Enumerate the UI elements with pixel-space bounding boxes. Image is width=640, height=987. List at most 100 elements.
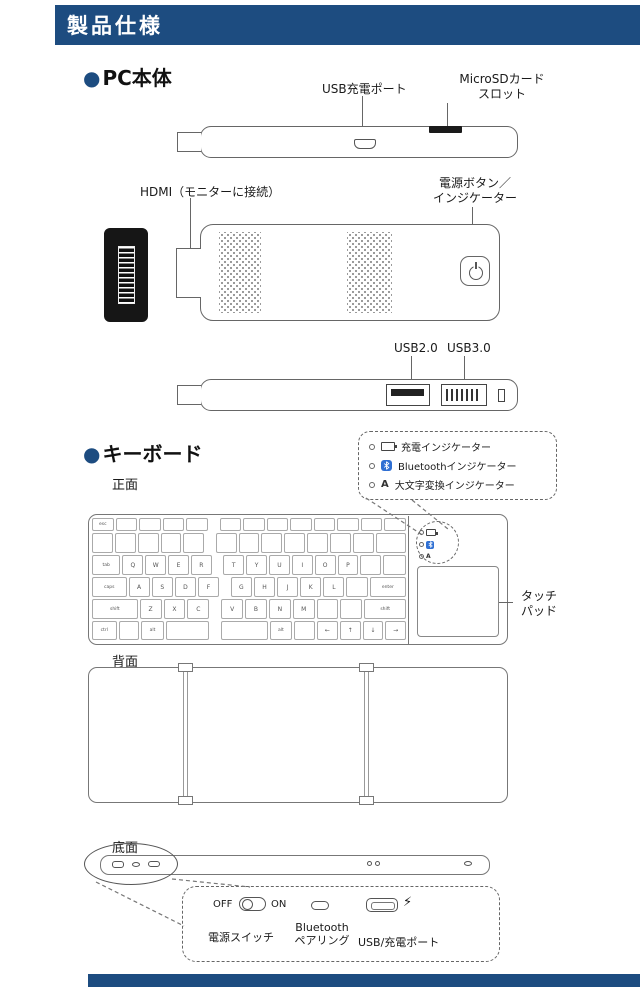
key-esc: esc <box>92 518 114 531</box>
label-power-switch: 電源スイッチ <box>208 931 274 944</box>
led-dot-icon <box>369 481 375 488</box>
label-hdmi: HDMI（モニターに接続） <box>140 185 281 199</box>
fold-line <box>368 669 369 802</box>
key-blank <box>346 577 368 597</box>
key-blank <box>375 533 406 553</box>
label-microsd-slot: MicroSDカード スロット <box>459 72 545 101</box>
key-V: V <box>221 599 244 619</box>
key-alt: alt <box>269 621 293 640</box>
key-L: L <box>323 577 345 597</box>
hdmi-pins <box>118 246 135 304</box>
hinge-tab <box>178 796 193 805</box>
key-blank <box>383 555 406 575</box>
hinge-tab <box>178 663 193 672</box>
key-N: N <box>268 599 291 619</box>
fold-line <box>183 669 184 802</box>
label-bluetooth-pairing: Bluetooth ペアリング <box>294 921 350 947</box>
key-blank <box>165 621 210 640</box>
key-blank <box>340 599 363 619</box>
section-bullet-icon: ● <box>83 442 101 466</box>
battery-charge-icon <box>381 442 397 451</box>
key-blank <box>316 599 339 619</box>
keyboard-back-view <box>88 667 508 803</box>
key-blank <box>220 621 268 640</box>
legend-row: 充電インジケーター <box>369 439 556 454</box>
key-blank <box>215 533 237 553</box>
key-Q: Q <box>122 555 144 575</box>
legend-label: 充電インジケーター <box>401 443 491 454</box>
power-icon <box>469 266 483 280</box>
usb30-tongue <box>446 389 481 401</box>
hinge-tab <box>359 796 374 805</box>
usb-charge-port-icon <box>366 898 398 912</box>
key-H: H <box>253 577 276 597</box>
label-power-button: 電源ボタン／ インジケーター <box>432 176 517 205</box>
label-on: ON <box>271 899 287 910</box>
key-C: C <box>187 599 210 619</box>
caps-a-icon: A <box>381 478 389 490</box>
page-footer <box>88 974 640 987</box>
key-R: R <box>190 555 212 575</box>
key-blank <box>160 533 182 553</box>
key-P: P <box>337 555 359 575</box>
key-blank <box>360 518 383 531</box>
key-blank <box>290 518 312 531</box>
key-caps: caps <box>92 577 127 597</box>
key-Y: Y <box>246 555 267 575</box>
hinge-screw <box>367 861 372 866</box>
key-tab: tab <box>92 555 121 575</box>
key-blank <box>238 533 260 553</box>
leader-usb20 <box>411 356 412 384</box>
hinge-screw <box>375 861 380 866</box>
key-enter: enter <box>369 577 407 597</box>
leader-usb-charge <box>362 96 363 138</box>
magnifier-ellipse <box>84 843 178 885</box>
key-↑: ↑ <box>339 621 361 640</box>
vent-grille-left <box>219 232 261 313</box>
key-↓: ↓ <box>362 621 384 640</box>
leader-usb30 <box>464 356 465 384</box>
page-header: 製品仕様 <box>55 5 640 45</box>
legend-label: Bluetoothインジケーター <box>398 462 517 473</box>
micro-usb-port <box>354 139 376 149</box>
usb20-tongue <box>391 389 424 396</box>
key-blank <box>337 518 359 531</box>
key-blank <box>162 518 185 531</box>
key-B: B <box>245 599 267 619</box>
view-label-back: 背面 <box>112 655 139 670</box>
fold-line <box>187 669 188 802</box>
key-blank <box>118 621 140 640</box>
hdmi-connector <box>176 248 201 298</box>
key-blank <box>183 533 205 553</box>
usb20-port <box>386 384 430 406</box>
key-A: A <box>128 577 150 597</box>
key-←: ← <box>317 621 338 640</box>
label-usb30: USB3.0 <box>447 341 491 355</box>
key-K: K <box>300 577 322 597</box>
rubber-foot <box>464 861 472 866</box>
key-M: M <box>292 599 315 619</box>
leader-touchpad <box>499 602 513 603</box>
fold-line <box>364 669 365 802</box>
label-usb-charge: USB/充電ポート <box>358 936 440 949</box>
vent-grille-right <box>347 232 392 313</box>
key-blank <box>352 533 374 553</box>
label-usb-charge-port: USB充電ポート <box>322 82 407 96</box>
key-→: → <box>385 621 406 640</box>
key-J: J <box>277 577 299 597</box>
key-gap <box>211 599 219 619</box>
key-blank <box>137 533 159 553</box>
key-Z: Z <box>139 599 162 619</box>
key-blank <box>313 518 336 531</box>
key-row: esc <box>92 518 406 531</box>
lightning-bolt-icon: ⚡ <box>403 895 413 910</box>
touchpad <box>417 566 499 637</box>
usb-plug-connector-2 <box>177 385 201 405</box>
key-E: E <box>168 555 189 575</box>
